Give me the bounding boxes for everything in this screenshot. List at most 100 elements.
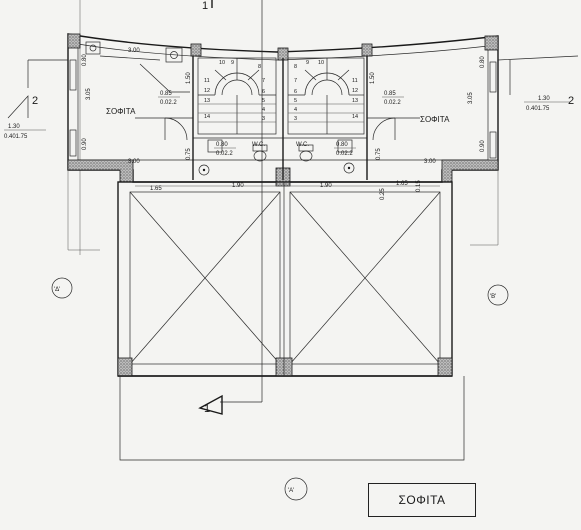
window-right-upper — [489, 61, 497, 93]
wc-right-toilet — [299, 150, 313, 162]
stair-right-step: 8 — [294, 64, 297, 70]
stair-right: 10 9 8 7 6 5 4 3 12 13 14 11 — [287, 57, 365, 135]
stair-left-step: 12 — [204, 88, 210, 94]
wc-left-basin — [207, 139, 223, 153]
stair-left-step: 4 — [262, 107, 265, 113]
level-tag-left-top: 1.30 — [8, 124, 20, 130]
dim-305-left: 3.05 — [86, 88, 92, 100]
window-tag-wc-right-bottom: 0.02.2 — [336, 151, 353, 157]
wall-hatch-bottom-left — [67, 159, 134, 183]
window-tag-wc-right-top: 0.80 — [336, 142, 348, 148]
level-tag-right-top: 1.30 — [538, 96, 550, 102]
stair-left-step: 6 — [262, 89, 265, 95]
dim-090-left: 0.90 — [82, 138, 88, 150]
dim-090-right: 0.90 — [480, 140, 486, 152]
stair-right-step: 6 — [294, 89, 297, 95]
void-right — [289, 191, 441, 365]
stair-right-step: 12 — [352, 88, 358, 94]
room-label-wc-left: W.C. — [252, 142, 265, 148]
bracket-line — [139, 63, 190, 93]
stair-right-step: 4 — [294, 107, 297, 113]
attic-floor: 10 9 8 7 6 5 4 3 12 13 14 11 — [67, 33, 499, 200]
fixture-top-mid-circle — [170, 51, 178, 59]
ground-left-edge — [67, 170, 100, 251]
window-left-upper — [69, 59, 77, 91]
dim-075-left: 0.75 — [186, 148, 192, 160]
window-tag-left-top: 0.85 — [160, 91, 172, 97]
section-mark-bottom: 1 — [204, 403, 210, 415]
wall-hatch-bottom-right — [441, 159, 499, 183]
stair-right-step: 10 — [318, 60, 324, 66]
wc-left-toilet — [253, 150, 267, 162]
room-label-attic-right: ΣΟΦΙΤΑ — [420, 115, 450, 124]
window-left-lower — [69, 129, 77, 157]
dim-165-left: 1.65 — [150, 186, 162, 192]
dim-075-right: 0.75 — [376, 148, 382, 160]
window-tag-right-bottom: 0.02.2 — [384, 100, 401, 106]
dim-305-right: 3.05 — [468, 92, 474, 104]
void-left — [129, 191, 281, 365]
window-tag-right-top: 0.85 — [384, 91, 396, 97]
level-tag-right-bottom: 0.401.75 — [526, 106, 550, 112]
column-top-left — [67, 33, 81, 49]
stair-left-step: 11 — [204, 78, 210, 84]
stair-left-step: 13 — [204, 98, 210, 104]
section-mark-left-group: 2 1.30 0.401.75 — [4, 59, 68, 140]
stair-right-step: 3 — [294, 116, 297, 122]
side-label-alpha: 'Α' — [288, 488, 294, 494]
section-arrow-bottom — [198, 394, 223, 415]
section-mark-top: 1 — [202, 0, 208, 12]
column-stair-left — [190, 43, 202, 57]
room-label-attic-left: ΣΟΦΙΤΑ — [106, 107, 136, 116]
dim-top: 3.00 — [128, 48, 140, 54]
dim-150-right: 1.50 — [370, 72, 376, 84]
drawing-title-box: ΣΟΦΙΤΑ — [368, 483, 476, 517]
stair-left: 10 9 8 7 6 5 4 3 12 13 14 11 — [197, 57, 277, 135]
stair-right-step: 11 — [352, 78, 358, 84]
wc-right-tank — [298, 144, 314, 152]
section-mark-right-group: 2 1.30 0.401.75 — [497, 55, 579, 112]
void-area — [117, 181, 453, 377]
fixture-top-left-circle — [89, 44, 97, 52]
drain-left-dot — [202, 168, 206, 172]
drain-right-dot — [347, 166, 351, 170]
stair-left-step: 10 — [219, 60, 225, 66]
stair-left-step: 7 — [262, 78, 265, 84]
stair-right-step: 7 — [294, 78, 297, 84]
column-top-right — [484, 35, 499, 51]
section-mark-right: 2 — [568, 95, 574, 107]
door-swing-right — [372, 117, 396, 141]
dim-080-left-top: 0.80 — [82, 54, 88, 66]
window-right-lower — [489, 131, 497, 159]
section-line-1: 1 1 — [198, 0, 263, 415]
window-tag-wc-left-bottom: 0.02.2 — [216, 151, 233, 157]
void-left-diag-2 — [129, 191, 281, 365]
ground-outline — [119, 376, 465, 461]
dim-bottom-left: 3.00 — [128, 159, 140, 165]
stair-left-step: 5 — [262, 98, 265, 104]
counter-line — [99, 55, 161, 61]
window-tag-left-bottom: 0.02.2 — [160, 100, 177, 106]
side-label-delta-group: 'Δ' — [51, 277, 73, 299]
drain-right — [343, 162, 355, 174]
section-mark-left: 2 — [32, 95, 38, 107]
room-label-wc-right: W.C. — [296, 142, 309, 148]
dim-165-right: 1.65 — [396, 181, 408, 187]
attic-outer-wall — [67, 33, 499, 183]
side-label-beta-group: 'Β' — [487, 284, 509, 306]
drawing-title: ΣΟΦΙΤΑ — [398, 493, 446, 507]
level-tag-left-bottom: 0.401.75 — [4, 134, 28, 140]
stair-right-step: 9 — [306, 60, 309, 66]
stair-right-step: 13 — [352, 98, 358, 104]
void-outer — [117, 181, 453, 377]
wc-left-tank — [252, 144, 268, 152]
stair-left-step: 9 — [231, 60, 234, 66]
dim-080-right-top: 0.80 — [480, 56, 486, 68]
door-swing-left — [164, 117, 188, 141]
stair-right-step: 14 — [352, 114, 358, 120]
dim-bottom-right: 3.00 — [424, 159, 436, 165]
stair-left-step: 14 — [204, 114, 210, 120]
stair-right-step: 5 — [294, 98, 297, 104]
void-right-diag-2 — [289, 191, 441, 365]
